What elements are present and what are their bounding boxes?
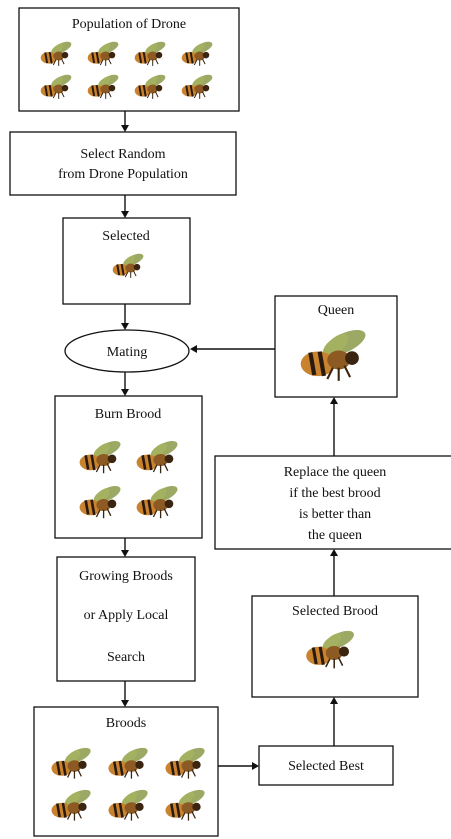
arrow-growing-to-broods [121,681,129,707]
replace-queen-box [214,455,451,550]
queen-label: Queen [318,303,355,318]
replace-line1: Replace the queen [284,465,387,480]
arrow-broods-to-selected-best [218,762,259,770]
arrow-selected-best-to-selected-brood [330,697,338,746]
arrow-replace-to-queen [330,397,338,456]
growing-line2: or Apply Local [84,608,169,623]
arrow-burn-to-growing [121,538,129,557]
replace-line3: is better than [299,507,371,522]
replace-line4: the queen [308,528,362,543]
selected-best-label: Selected Best [288,759,364,774]
arrow-drone-to-select [121,111,129,132]
mating-label: Mating [107,345,147,360]
growing-broods-box [56,556,196,682]
selected-label: Selected [102,229,149,244]
arrow-select-to-selected [121,195,129,218]
drone-population-label: Population of Drone [72,17,186,32]
mating-ellipse [64,329,190,373]
selected-best-box [258,745,394,786]
select-random-line2: from Drone Population [58,167,188,182]
replace-line2: if the best brood [289,486,380,501]
growing-line1: Growing Broods [79,569,173,584]
select-random-box [9,131,237,196]
burn-brood-label: Burn Brood [95,407,162,422]
broods-label: Broods [106,716,146,731]
arrow-mating-to-burn-brood [121,372,129,396]
selected-brood-label: Selected Brood [292,604,378,619]
arrow-queen-to-mating [190,345,275,353]
burn-brood-box [54,395,203,539]
arrow-selected-to-mating [121,304,129,330]
arrow-selected-brood-to-replace [330,549,338,596]
select-random-line1: Select Random [80,147,165,162]
growing-line3: Search [107,650,145,665]
